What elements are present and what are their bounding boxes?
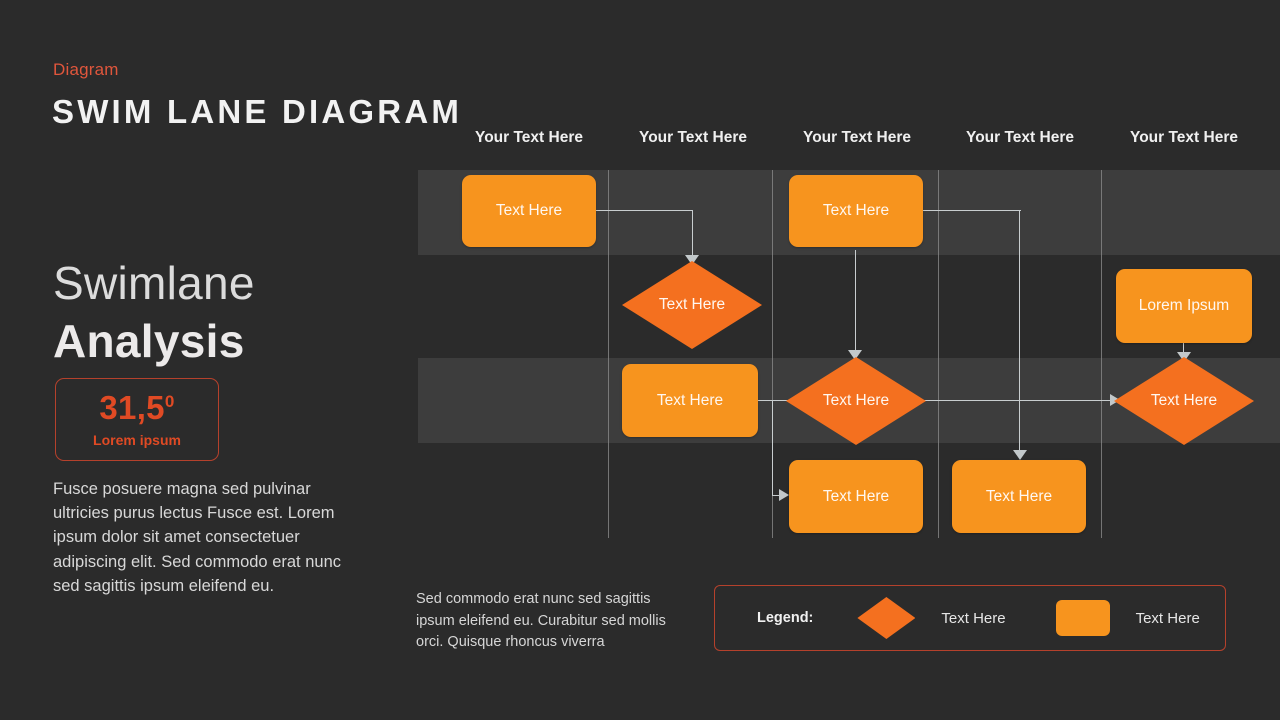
node-label: Lorem Ipsum	[1138, 297, 1230, 314]
connector-r3c2-to-r4c3-v	[772, 400, 774, 496]
column-divider-4	[1101, 170, 1102, 538]
stat-badge-label: Lorem ipsum	[93, 432, 181, 448]
stat-badge-number: 31,5	[99, 389, 165, 426]
legend-title: Legend:	[757, 610, 814, 626]
node-r4c4[interactable]: Text Here	[952, 460, 1086, 533]
column-header-4: Your Text Here	[966, 129, 1074, 146]
node-label: Text Here	[822, 202, 890, 219]
node-r2c2[interactable]: Text Here	[622, 261, 762, 349]
node-r3c3[interactable]: Text Here	[786, 357, 926, 445]
arrowhead-r2c2-top	[685, 255, 699, 265]
node-r3c2[interactable]: Text Here	[622, 364, 758, 437]
column-divider-2	[772, 170, 773, 538]
node-label: Text Here	[658, 296, 726, 313]
arrowhead-r3c5-left	[1110, 394, 1120, 406]
connector-r3c2-to-r4c3-h1	[757, 400, 803, 402]
connector-r1c1-to-r2c2-h	[596, 210, 693, 212]
connector-r1c3-to-r3c3-v	[855, 250, 857, 353]
lead-heading-bold: Analysis	[53, 315, 245, 367]
node-r2c5[interactable]: Lorem Ipsum	[1116, 269, 1252, 343]
column-header-2: Your Text Here	[639, 129, 747, 146]
connector-r3c3-to-r3c5-h	[922, 400, 1118, 402]
column-divider-3	[938, 170, 939, 538]
legend-panel: Legend: Text Here Text Here	[714, 585, 1226, 651]
arrowhead-r3c3-top	[848, 350, 862, 360]
node-label: Text Here	[495, 202, 563, 219]
node-r4c3[interactable]: Text Here	[789, 460, 923, 533]
stat-badge-value: 31,50	[99, 391, 174, 424]
column-header-5: Your Text Here	[1130, 129, 1238, 146]
node-label: Text Here	[656, 391, 724, 409]
connector-r1c1-to-r2c2-v	[692, 210, 694, 260]
arrowhead-r4c3-left	[779, 489, 789, 501]
column-header-1: Your Text Here	[475, 129, 583, 146]
legend-item-label-2: Text Here	[1135, 609, 1200, 627]
column-header-3: Your Text Here	[803, 129, 911, 146]
slide-kicker: Diagram	[53, 60, 119, 79]
connector-r1c3-to-r4c4-h	[923, 210, 1021, 212]
column-divider-1	[608, 170, 609, 538]
page-title: SWIM LANE DIAGRAM	[52, 93, 463, 130]
stat-badge-unit: 0	[164, 392, 175, 411]
intro-paragraph: Fusce posuere magna sed pulvinar ultrici…	[53, 480, 341, 595]
node-label: Text Here	[985, 487, 1053, 505]
footnote-paragraph: Sed commodo erat nunc sed sagittis ipsum…	[416, 591, 666, 650]
connector-r1c3-to-r4c4-v	[1019, 210, 1021, 454]
node-label: Text Here	[1150, 392, 1218, 409]
node-label: Text Here	[822, 487, 890, 505]
lead-heading-light: Swimlane	[53, 257, 255, 309]
legend-rect-icon	[1055, 600, 1110, 636]
legend-diamond-icon	[857, 597, 916, 639]
node-r1c3[interactable]: Text Here	[789, 175, 923, 247]
node-r3c5[interactable]: Text Here	[1114, 357, 1254, 445]
stat-badge: 31,50 Lorem ipsum	[55, 378, 219, 461]
node-label: Text Here	[822, 392, 890, 409]
node-r1c1[interactable]: Text Here	[462, 175, 596, 247]
arrowhead-r4c4-top	[1013, 450, 1027, 460]
legend-item-label-1: Text Here	[941, 609, 1006, 627]
